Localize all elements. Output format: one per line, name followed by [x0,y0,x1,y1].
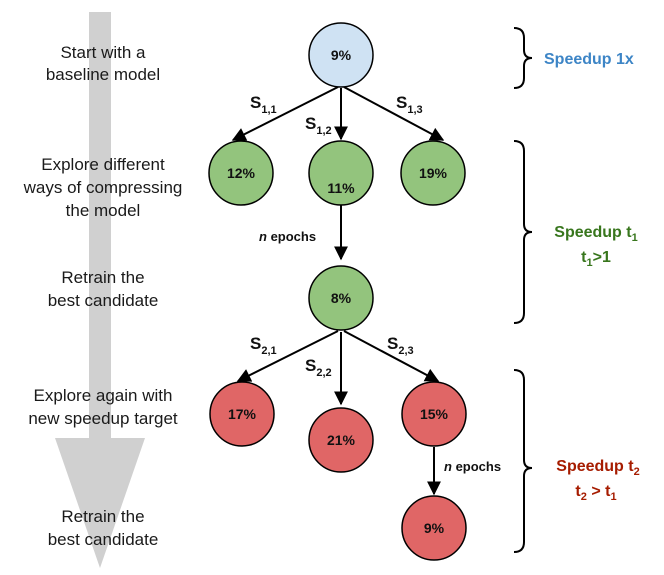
brace-3 [513,369,533,553]
node-retrained-1-value: 8% [331,290,352,306]
progress-arrow [55,12,145,568]
speedup-2-line-1: Speedup t1 [554,224,637,244]
speedup-labels: Speedup 1x Speedup t1 t1>1 Speedup t2 t2… [544,51,640,503]
step-2-line-2: ways of compressing [23,178,183,197]
speedup-2-line-2: t1>1 [581,249,611,269]
edge-label-s21: S2,1 [250,334,277,357]
node-level2-b [308,407,374,473]
node-level1-a-value: 12% [227,165,256,181]
edge-label-s23: S2,3 [387,334,414,357]
edge-label-s13: S1,3 [396,93,423,116]
edge-labels: S1,1 S1,2 S1,3 S2,1 S2,2 S2,3 n epochs n… [250,93,501,474]
step-5-line-2: best candidate [48,530,159,549]
node-retrained-2 [401,495,467,561]
brace-2 [513,140,533,324]
step-2-line-1: Explore different [41,155,165,174]
epochs-label-2: n epochs [444,459,501,474]
node-values: 9% 12% 11% 19% 8% 17% 21% 15% 9% [227,47,449,536]
edge-label-s12: S1,2 [305,114,332,137]
node-level2-c-value: 15% [420,406,449,422]
node-level1-c [400,140,466,206]
step-3-line-1: Retrain the [61,268,144,287]
node-retrained-1 [308,265,374,331]
epochs-label-1: n epochs [259,229,316,244]
node-level2-a-value: 17% [228,406,257,422]
edge-s21 [236,330,339,382]
step-1-line-2: baseline model [46,65,160,84]
node-level1-a [208,140,274,206]
step-3-line-2: best candidate [48,291,159,310]
nodes [208,22,467,561]
node-level1-c-value: 19% [419,165,448,181]
edge-s13 [343,86,445,141]
node-root-value: 9% [331,47,352,63]
braces [513,27,533,553]
node-level1-b-value: 11% [327,180,355,196]
speedup-3-line-2: t2 > t1 [575,483,616,503]
speedup-3-line-1: Speedup t2 [556,458,639,478]
node-level2-a [209,381,275,447]
edge-label-s11: S1,1 [250,93,277,116]
edge-label-s22: S2,2 [305,356,332,379]
node-level2-b-value: 21% [327,432,356,448]
brace-1 [513,27,533,89]
edges [231,86,445,496]
node-retrained-2-value: 9% [424,520,445,536]
step-labels: Start with a baseline model Explore diff… [23,43,183,549]
step-5-line-1: Retrain the [61,507,144,526]
speedup-1: Speedup 1x [544,51,634,68]
node-level2-c [401,381,467,447]
step-4-line-2: new speedup target [28,409,178,428]
edge-s23 [343,330,440,382]
step-1-line-1: Start with a [60,43,146,62]
step-2-line-3: the model [66,201,141,220]
node-level1-b [308,140,374,206]
step-4-line-1: Explore again with [34,386,173,405]
edge-s11 [231,86,339,141]
node-root [308,22,374,88]
